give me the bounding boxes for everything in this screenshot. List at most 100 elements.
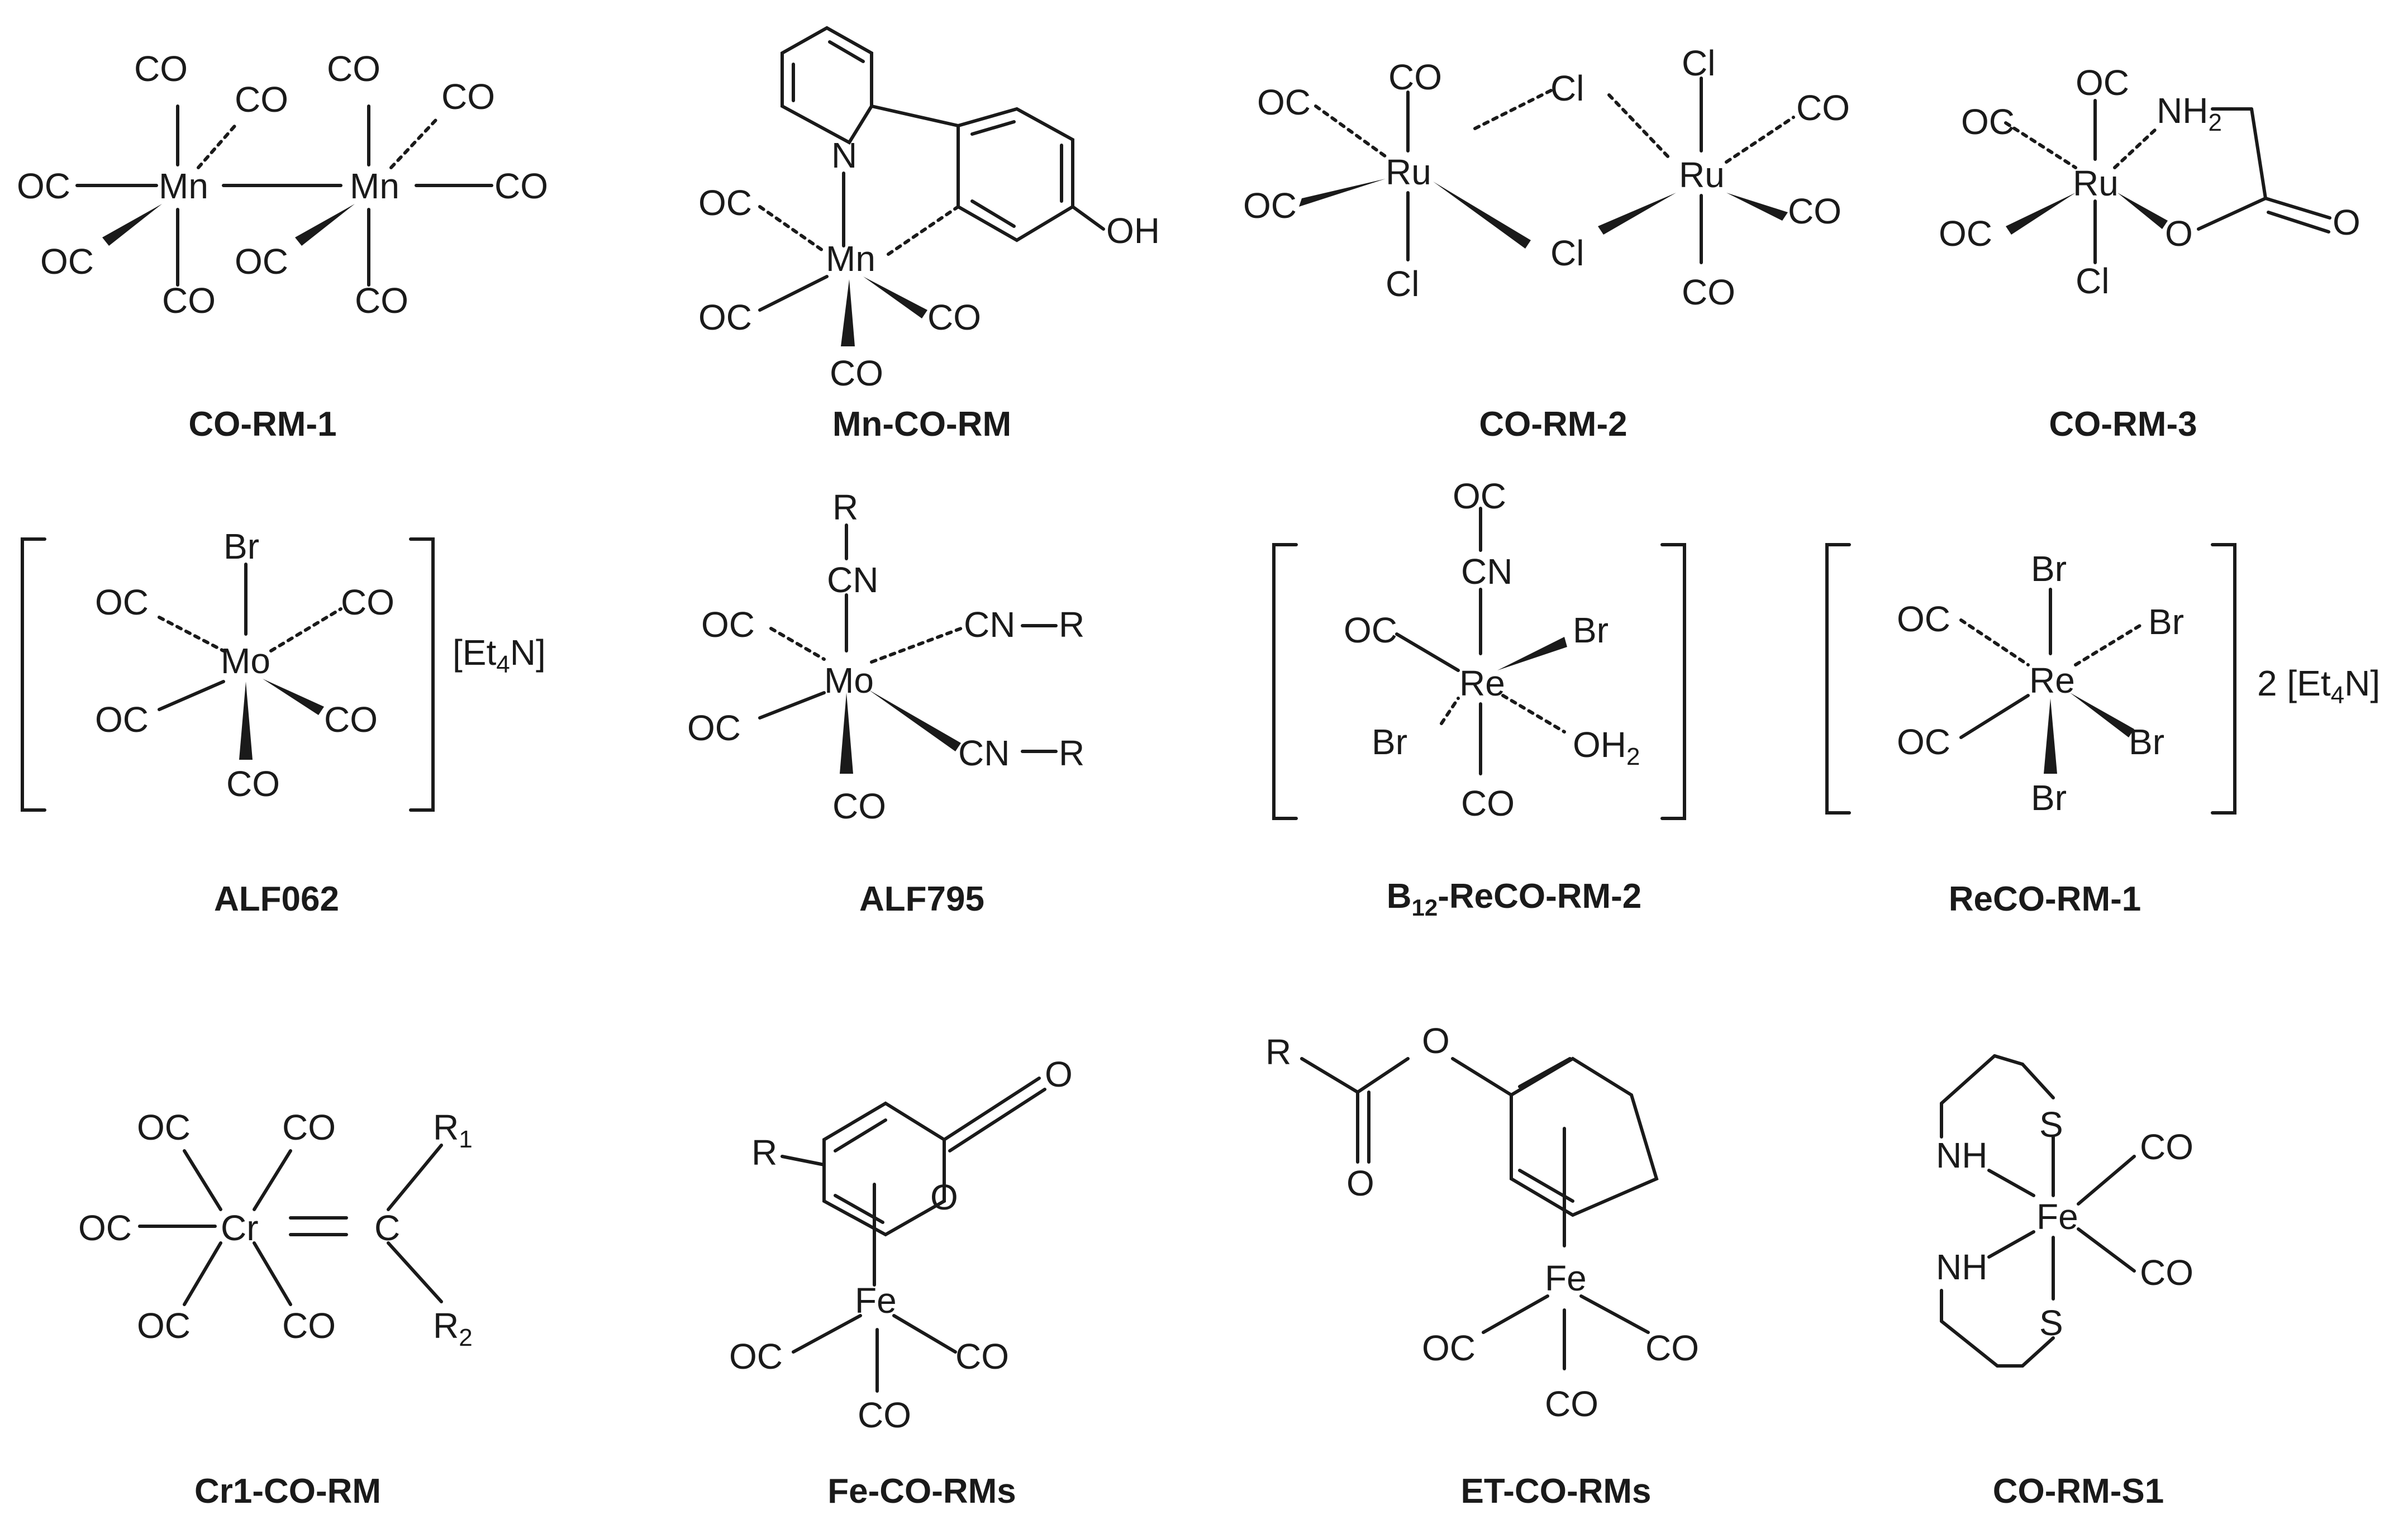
caption-mn-co-rm: Mn-CO-RM [832,405,1011,444]
co-label: CO [2140,1252,2193,1293]
caption-alf062: ALF062 [214,880,339,918]
structure-mn-co-rm: N OH OC Mn OC CO CO Mn-CO-RM [698,26,1160,444]
r-label: R [1265,1032,1291,1072]
counterion-label: [Et4N] [453,632,546,678]
oc-label: OC [698,297,752,337]
co-label: CO [324,699,378,740]
structure-co-rm-s1: S NH CO Fe NH CO S CO-RM-S1 [1936,1054,2193,1511]
structure-et-co-rms: R O O Fe OC CO CO ET-CO-RMs [1265,1021,1699,1511]
br-label: Br [2031,549,2067,589]
s-label: S [2039,1104,2063,1145]
co-label: CO [1788,191,1841,231]
co-label: CO [1645,1328,1699,1368]
s-label: S [2039,1303,2063,1343]
co-label: CO [441,77,495,117]
caption-co-rm-3: CO-RM-3 [2049,405,2197,444]
structure-fe-co-rms: O O R Fe OC CO CO Fe-CO-RMs [729,1054,1073,1511]
oc-label: OC [95,699,149,740]
cr-label: Cr [221,1208,259,1248]
o-label: O [930,1177,958,1217]
br-label: Br [2129,722,2164,762]
o-label: O [2165,213,2193,254]
oh2-label: OH2 [1573,725,1640,770]
structure-b12-reco-rm-2: OC CN OC Br Re Br OH2 CO B12-ReCO-RM-2 [1272,476,1686,921]
oh-label: OH [1106,211,1160,251]
oc-label: OC [1243,185,1297,226]
oc-label: OC [1344,610,1397,650]
caption-alf795: ALF795 [859,880,984,918]
co-label: CO [162,280,216,321]
ru-label: Ru [1386,152,1431,192]
oc-label: OC [1257,82,1311,122]
cn-label: CN [827,560,878,600]
co-label: CO [341,582,394,622]
structure-co-rm-2: OC CO Ru OC Cl Cl Cl Cl Ru CO CO CO CO-R… [1243,43,1850,444]
co-label: CO [282,1107,336,1147]
caption-co-rm-s1: CO-RM-S1 [1993,1472,2164,1511]
structure-co-rm-3: OC OC NH2 Ru OC O O Cl CO-RM-3 [1939,63,2361,444]
structure-alf062: Br OC CO Mo OC CO CO [Et4N] ALF062 [21,526,546,918]
r-label: R [832,487,858,527]
oc-label: OC [729,1336,783,1377]
oc-label: OC [1453,476,1506,516]
counterion-label: 2 [Et4N] [2257,663,2380,709]
nh-label: NH [1936,1135,1987,1175]
structure-cr1-co-rm: OC CO OC Cr C R1 R2 OC CO Cr1-CO-RM [78,1107,473,1511]
co-label: CO [832,786,886,826]
co-label: CO [355,280,408,321]
r-label: R [1059,604,1084,645]
o-label: O [2333,202,2361,242]
oc-label: OC [1961,102,2015,142]
mn-label: Mn [159,166,208,206]
br-label: Br [2031,778,2067,818]
mo-label: Mo [221,641,270,681]
cl-label: Cl [2076,261,2109,301]
cl-label: Cl [1386,264,1419,304]
cn-label: CN [958,733,1010,773]
oc-label: OC [95,582,149,622]
caption-co-rm-1: CO-RM-1 [188,405,336,444]
oc-label: OC [2076,63,2129,103]
caption-et-co-rms: ET-CO-RMs [1461,1472,1652,1511]
fe-label: Fe [855,1280,897,1321]
r2-label: R2 [433,1306,473,1351]
fe-label: Fe [2036,1197,2078,1237]
mn-label: Mn [826,239,875,279]
cn-label: CN [1461,551,1512,592]
caption-co-rm-2: CO-RM-2 [1479,405,1627,444]
re-label: Re [2029,660,2075,701]
oc-label: OC [78,1208,132,1248]
co-label: CO [1682,272,1735,312]
oc-label: OC [1897,722,1950,762]
co-label: CO [1545,1384,1598,1424]
cl-label: Cl [1550,68,1584,108]
co-label: CO [226,764,280,804]
cn-label: CN [964,604,1015,645]
oc-label: OC [687,708,741,748]
oc-label: OC [40,241,94,282]
ru-label: Ru [2073,163,2119,203]
mn-label: Mn [350,166,399,206]
oc-label: OC [1897,599,1950,639]
oc-label: OC [17,166,70,206]
co-label: CO [235,79,288,120]
co-label: CO [282,1306,336,1346]
oc-label: OC [1939,213,1992,254]
cl-label: Cl [1550,233,1584,273]
structure-co-rm-1: CO CO OC Mn Mn OC CO CO CO CO OC CO CO-R… [17,49,548,444]
caption-reco-rm-1: ReCO-RM-1 [1949,880,2141,918]
r-label: R [1059,733,1084,773]
br-label: Br [1372,722,1407,762]
cl-label: Cl [1682,43,1715,83]
r-label: R [751,1132,777,1173]
br-label: Br [1573,610,1608,650]
co-label: CO [955,1336,1009,1377]
oc-label: OC [698,183,752,223]
oc-label: OC [137,1306,191,1346]
re-label: Re [1459,663,1505,703]
co-label: CO [1388,57,1442,97]
o-label: O [1422,1021,1450,1061]
co-label: CO [2140,1127,2193,1167]
co-label: CO [927,297,981,337]
